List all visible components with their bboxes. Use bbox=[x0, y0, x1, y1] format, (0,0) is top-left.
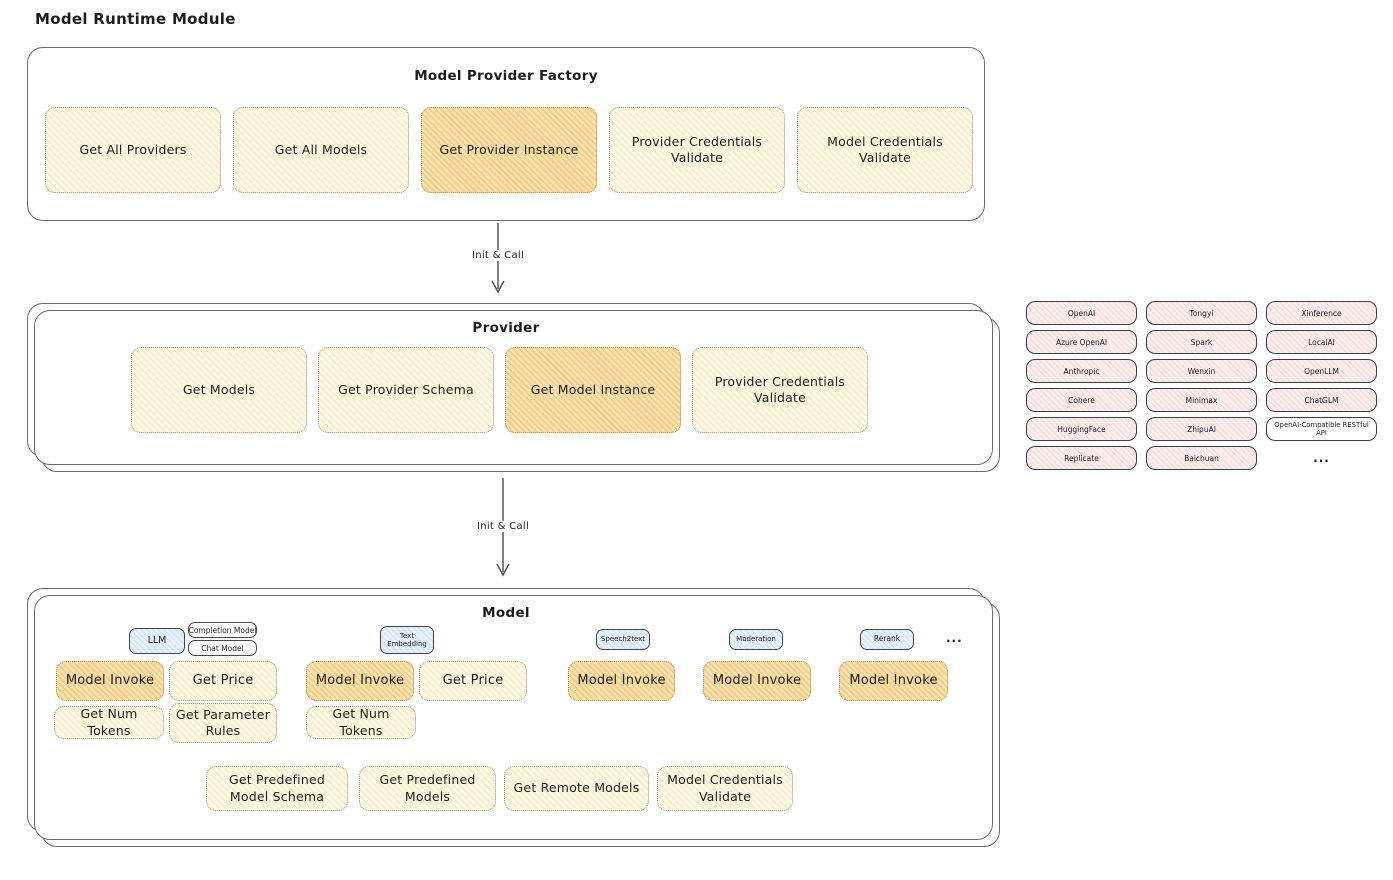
speech2text-model-invoke-node: Model Invoke bbox=[568, 661, 675, 701]
tag-moderation: Moderation bbox=[729, 629, 783, 650]
provider-credentials-validate-node: Provider Credentials Validate bbox=[692, 347, 868, 433]
tag-more: ... bbox=[946, 631, 963, 645]
provider-grid-more: ... bbox=[1313, 451, 1330, 465]
provider-cohere: Cohere bbox=[1026, 388, 1137, 412]
get-predefined-model-schema-node: Get Predefined Model Schema bbox=[206, 766, 348, 811]
init-call-label-1: Init & Call bbox=[467, 250, 529, 261]
provider-azure-openai: Azure OpenAI bbox=[1026, 330, 1137, 354]
provider-panel: Provider Get Models Get Provider Schema … bbox=[27, 303, 985, 457]
provider-get-models-node: Get Models bbox=[131, 347, 307, 433]
tag-speech2text: Speech2text bbox=[596, 629, 650, 650]
provider-spark: Spark bbox=[1146, 330, 1257, 354]
tag-llm: LLM bbox=[129, 628, 185, 654]
provider-xinference: Xinference bbox=[1266, 301, 1377, 325]
provider-get-provider-schema-node: Get Provider Schema bbox=[318, 347, 494, 433]
moderation-model-invoke-node: Model Invoke bbox=[703, 661, 811, 701]
provider-replicate: Replicate bbox=[1026, 446, 1137, 470]
provider-baichuan: Baichuan bbox=[1146, 446, 1257, 470]
llm-get-parameter-rules-node: Get Parameter Rules bbox=[169, 703, 277, 743]
provider-openai-compatible-restful-api: OpenAI-Compatible RESTful API bbox=[1266, 417, 1377, 441]
provider-name-grid: OpenAI Tongyi Xinference Azure OpenAI Sp… bbox=[1026, 301, 1377, 470]
model-credentials-validate-node: Model Credentials Validate bbox=[657, 766, 793, 811]
init-call-label-2: Init & Call bbox=[472, 521, 534, 532]
provider-get-model-instance-node: Get Model Instance bbox=[505, 347, 681, 433]
factory-get-all-providers-node: Get All Providers bbox=[45, 107, 221, 193]
tag-rerank: Rerank bbox=[860, 629, 914, 650]
provider-openai: OpenAI bbox=[1026, 301, 1137, 325]
llm-get-num-tokens-node: Get Num Tokens bbox=[54, 706, 164, 739]
tag-completion-model: Completion Model bbox=[188, 622, 257, 638]
llm-get-price-node: Get Price bbox=[169, 661, 277, 701]
embedding-get-num-tokens-node: Get Num Tokens bbox=[306, 706, 416, 739]
rerank-model-invoke-node: Model Invoke bbox=[839, 661, 948, 701]
provider-openllm: OpenLLM bbox=[1266, 359, 1377, 383]
factory-title: Model Provider Factory bbox=[414, 68, 598, 84]
factory-model-credentials-validate-node: Model Credentials Validate bbox=[797, 107, 973, 193]
provider-huggingface: HuggingFace bbox=[1026, 417, 1137, 441]
model-panel: Model LLM Completion Model Chat Model Te… bbox=[27, 588, 985, 832]
embedding-get-price-node: Get Price bbox=[419, 661, 527, 701]
provider-localai: LocalAI bbox=[1266, 330, 1377, 354]
factory-get-all-models-node: Get All Models bbox=[233, 107, 409, 193]
embedding-model-invoke-node: Model Invoke bbox=[306, 661, 414, 701]
factory-panel: Model Provider Factory Get All Providers… bbox=[27, 47, 985, 221]
provider-wenxin: Wenxin bbox=[1146, 359, 1257, 383]
provider-minimax: Minimax bbox=[1146, 388, 1257, 412]
llm-model-invoke-node: Model Invoke bbox=[56, 661, 164, 701]
provider-zhipuai: ZhipuAI bbox=[1146, 417, 1257, 441]
tag-chat-model: Chat Model bbox=[188, 640, 257, 656]
get-predefined-models-node: Get Predefined Models bbox=[359, 766, 496, 811]
provider-tongyi: Tongyi bbox=[1146, 301, 1257, 325]
get-remote-models-node: Get Remote Models bbox=[504, 766, 649, 811]
page-title: Model Runtime Module bbox=[35, 10, 236, 28]
factory-get-provider-instance-node: Get Provider Instance bbox=[421, 107, 597, 193]
model-title: Model bbox=[482, 605, 530, 621]
provider-title: Provider bbox=[472, 320, 540, 336]
tag-text-embedding: Text Embedding bbox=[380, 626, 434, 654]
factory-provider-credentials-validate-node: Provider Credentials Validate bbox=[609, 107, 785, 193]
provider-chatglm: ChatGLM bbox=[1266, 388, 1377, 412]
provider-anthropic: Anthropic bbox=[1026, 359, 1137, 383]
